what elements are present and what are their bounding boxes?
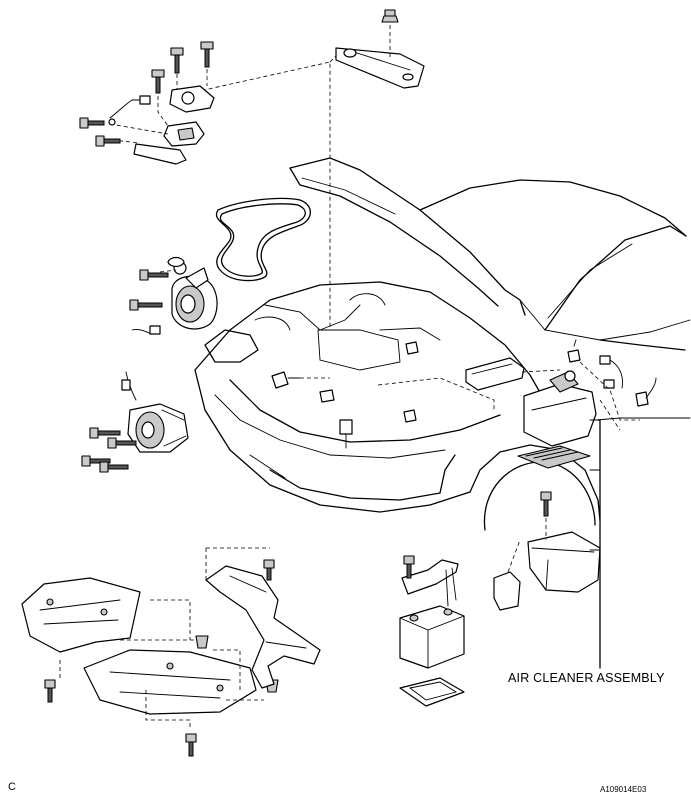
connector-icon <box>405 341 419 355</box>
bolt-icon <box>44 679 56 703</box>
air-cleaner-case <box>527 531 601 593</box>
bolt-icon <box>185 733 197 757</box>
bolt-icon <box>107 437 137 449</box>
bolt-icon <box>139 269 169 281</box>
bolt-icon <box>403 555 415 579</box>
bolt-icon <box>170 47 184 74</box>
bolt-icon <box>151 69 165 94</box>
bolt-icon <box>129 299 163 311</box>
connector-icon <box>599 355 623 389</box>
connector-icon <box>567 339 581 363</box>
vehicle-body <box>194 157 691 531</box>
battery-clamp <box>401 559 459 607</box>
engine-mount-bracket <box>109 55 215 147</box>
alternator <box>159 261 218 330</box>
under-cover-center <box>83 649 257 715</box>
bolt-icon <box>540 491 552 540</box>
connector-icon <box>403 409 417 423</box>
under-cover-left <box>21 577 141 653</box>
connector-icon <box>131 325 161 335</box>
air-cleaner-cap <box>523 370 597 447</box>
connector-icon <box>121 371 137 401</box>
battery-tray <box>399 677 465 707</box>
bolt-icon <box>200 41 214 68</box>
connector-icon <box>271 371 301 389</box>
drive-belt <box>215 197 311 282</box>
air-filter-element <box>517 445 591 469</box>
figure-code: A109014E03 <box>600 785 647 794</box>
connector-icon <box>108 95 151 126</box>
relay-block <box>465 357 561 391</box>
bolt-icon <box>89 427 121 439</box>
ac-compressor <box>127 403 189 453</box>
bolt-icon <box>263 559 275 581</box>
case-bracket <box>493 539 521 611</box>
bolt-icon <box>79 117 105 129</box>
nut-icon <box>381 9 399 23</box>
connector-icon <box>603 379 615 389</box>
corner-letter: C <box>8 781 16 793</box>
air-cleaner-assembly-label: AIR CLEANER ASSEMBLY <box>508 671 665 685</box>
connector-icon <box>635 377 657 407</box>
bolt-icon <box>99 461 129 473</box>
bolt-icon <box>95 135 121 147</box>
connector-icon <box>339 419 353 449</box>
engine-cover <box>335 25 425 89</box>
side-cover-duct <box>205 565 321 689</box>
battery <box>399 605 465 669</box>
clip-icon <box>195 635 209 649</box>
connector-icon <box>319 389 335 403</box>
clip-icon <box>167 256 185 268</box>
